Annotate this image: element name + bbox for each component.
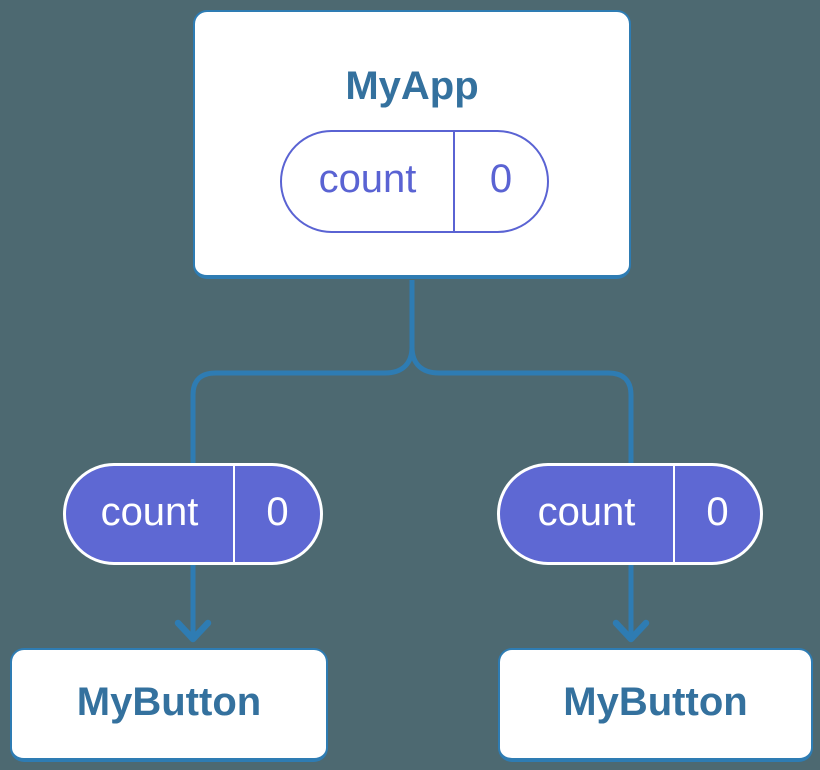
prop-pill-right: count 0 [497, 463, 763, 565]
child-component-name: MyButton [563, 679, 748, 724]
child-component-card-left: MyButton [10, 648, 328, 762]
branch-line-right [409, 346, 634, 636]
arrowhead-right-icon [612, 619, 650, 643]
state-label: count [318, 157, 417, 201]
child-component-name: MyButton [76, 679, 262, 724]
prop-label: count [537, 489, 636, 534]
state-value: 0 [453, 132, 547, 231]
branch-line-left [190, 280, 415, 636]
prop-value: 0 [233, 466, 320, 562]
root-state-pill: count 0 [280, 130, 549, 233]
root-component-name: MyApp [345, 64, 479, 108]
prop-label: count [100, 489, 199, 534]
prop-pill-left: count 0 [63, 463, 323, 565]
child-component-card-right: MyButton [498, 648, 813, 762]
arrowhead-left-icon [174, 619, 212, 643]
prop-value: 0 [673, 466, 760, 562]
root-component-card: MyApp count 0 [193, 10, 631, 279]
